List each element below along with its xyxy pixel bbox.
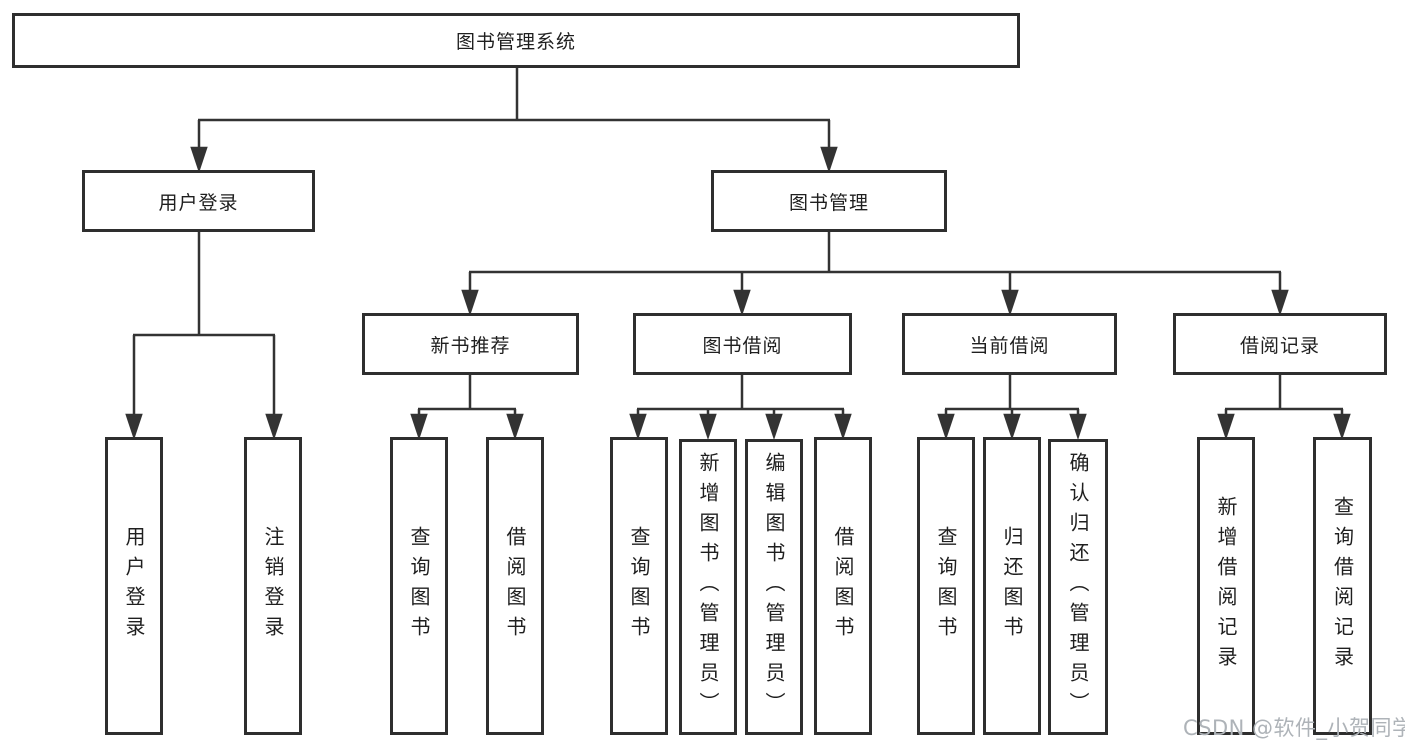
connector-book-management-branch (461, 232, 1289, 316)
node-query-books-current: 查询图书 (917, 437, 975, 735)
node-borrow-books-borrowing: 借阅图书 (814, 437, 872, 735)
node-borrow-books-recommendation-label: 借阅图书 (503, 526, 527, 646)
node-borrow-books-recommendation: 借阅图书 (486, 437, 544, 735)
node-add-books-admin: 新增图书（管理员） (679, 439, 737, 735)
node-borrow-books-borrowing-label: 借阅图书 (831, 526, 855, 646)
node-logout: 注销登录 (244, 437, 302, 735)
node-add-books-admin-label: 新增图书（管理员） (696, 452, 720, 722)
node-edit-books-admin-label: 编辑图书（管理员） (762, 452, 786, 722)
connector-borrowing-records-branch (1217, 374, 1351, 440)
node-new-book-recommendation-label: 新书推荐 (430, 334, 511, 357)
node-user-login-label: 用户登录 (158, 191, 239, 214)
node-borrowing-records-label: 借阅记录 (1239, 334, 1320, 357)
node-confirm-return-admin-label: 确认归还（管理员） (1066, 452, 1090, 722)
node-new-book-recommendation: 新书推荐 (362, 313, 579, 375)
node-current-borrowing: 当前借阅 (902, 313, 1117, 375)
connector-new-book-branch (410, 374, 524, 440)
node-edit-books-admin: 编辑图书（管理员） (745, 439, 803, 735)
node-library-system: 图书管理系统 (12, 13, 1020, 68)
csdn-watermark: CSDN @软件_小贺同学 (1183, 716, 1405, 740)
node-query-borrow-record-label: 查询借阅记录 (1330, 496, 1355, 676)
node-logout-label: 注销登录 (261, 526, 285, 646)
connector-user-login-branch (125, 232, 283, 440)
node-return-books-label: 归还图书 (1000, 526, 1024, 646)
connector-book-borrowing-branch (629, 374, 852, 440)
node-query-books-borrowing: 查询图书 (610, 437, 668, 735)
node-confirm-return-admin: 确认归还（管理员） (1048, 439, 1108, 735)
node-book-borrowing: 图书借阅 (633, 313, 852, 375)
node-return-books: 归还图书 (983, 437, 1041, 735)
node-current-borrowing-label: 当前借阅 (969, 334, 1050, 357)
node-query-borrow-record: 查询借阅记录 (1313, 437, 1372, 735)
node-book-management: 图书管理 (711, 170, 947, 232)
node-book-management-label: 图书管理 (788, 191, 869, 214)
node-query-books-recommendation-label: 查询图书 (407, 526, 431, 646)
node-login: 用户登录 (105, 437, 163, 735)
node-add-borrow-record-label: 新增借阅记录 (1214, 496, 1238, 676)
node-query-books-current-label: 查询图书 (934, 526, 958, 646)
connector-root-branch (190, 68, 838, 173)
node-book-borrowing-label: 图书借阅 (702, 334, 783, 357)
node-library-system-label: 图书管理系统 (455, 31, 576, 53)
node-add-borrow-record: 新增借阅记录 (1197, 437, 1255, 735)
node-borrowing-records: 借阅记录 (1173, 313, 1387, 375)
node-login-label: 用户登录 (122, 526, 146, 646)
node-query-books-recommendation: 查询图书 (390, 437, 448, 735)
connector-current-borrowing-branch (937, 374, 1087, 440)
node-user-login: 用户登录 (82, 170, 315, 232)
node-query-books-borrowing-label: 查询图书 (627, 526, 651, 646)
